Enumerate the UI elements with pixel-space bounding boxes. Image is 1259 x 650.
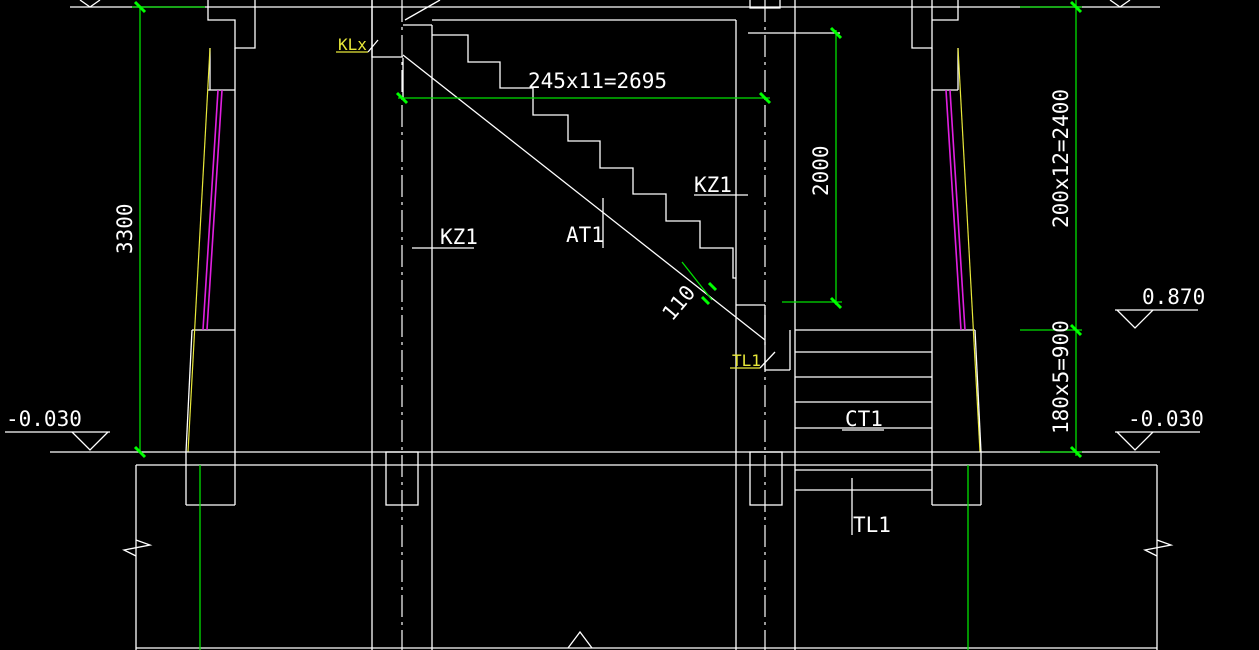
dim-text-total-height: 3300 <box>113 203 137 254</box>
label-at1: AT1 <box>566 223 604 247</box>
dim-text-stair-run: 245x11=2695 <box>528 69 667 93</box>
left-wall <box>185 0 256 506</box>
dim-landing-height <box>782 26 843 310</box>
dim-stair-run <box>395 91 772 105</box>
lower-stair-ct1 <box>795 329 932 491</box>
label-ct1: CT1 <box>845 407 883 431</box>
dim-text-upper-flight: 200x12=2400 <box>1049 89 1073 228</box>
dim-right-heights <box>1020 0 1083 459</box>
label-kz1-right: KZ1 <box>694 173 732 197</box>
dim-total-height <box>132 0 205 459</box>
label-tl1-lower: TL1 <box>853 513 891 537</box>
stair-flight-at1 <box>402 34 791 371</box>
left-column <box>371 0 433 650</box>
dim-text-lower-flight: 180x5=900 <box>1049 320 1073 434</box>
elevation-right: -0.030 <box>1128 407 1204 431</box>
leader-lines <box>336 39 884 535</box>
dim-text-slab-thickness: 110 <box>657 281 700 325</box>
elevation-left: -0.030 <box>6 407 82 431</box>
dim-slab-thickness <box>681 261 718 306</box>
floor-slab <box>50 451 1174 650</box>
label-kz1-left: KZ1 <box>440 225 478 249</box>
label-kl: KLx <box>338 35 367 54</box>
right-window <box>945 89 966 331</box>
top-edge-lines <box>70 0 1160 8</box>
elevation-symbol-left <box>5 431 110 451</box>
elevation-symbol-landing <box>1115 309 1198 329</box>
left-window <box>202 89 223 331</box>
upper-beam <box>371 0 840 58</box>
dim-text-landing-height: 2000 <box>809 145 833 196</box>
elevation-symbol-right <box>1115 431 1200 451</box>
elevation-landing: 0.870 <box>1142 285 1205 309</box>
label-tl1-upper: TL1 <box>732 351 761 370</box>
right-wall <box>911 0 982 506</box>
